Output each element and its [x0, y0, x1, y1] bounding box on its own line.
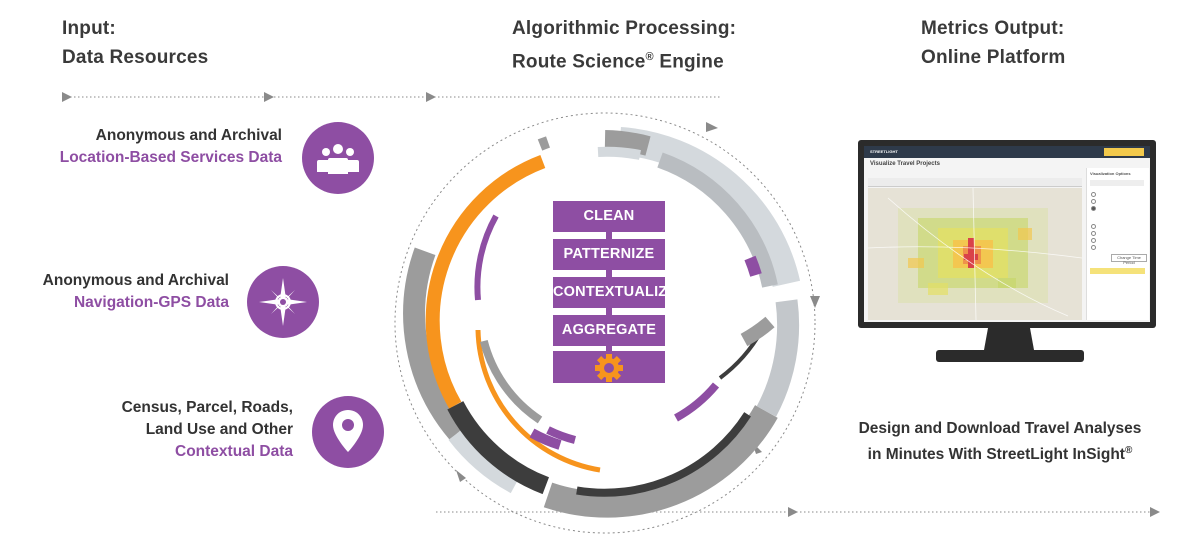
panel-icons-row[interactable]: [1090, 180, 1144, 186]
output-caption-line2: in Minutes With StreetLight InSight: [867, 446, 1125, 464]
heat-map-cells: [868, 188, 1082, 320]
output-caption: Design and Download Travel Analyses in M…: [830, 418, 1170, 466]
step-gear-box: [553, 351, 665, 383]
gear-icon: [595, 354, 623, 382]
registered-mark: ®: [1124, 445, 1133, 456]
selected-zone-field[interactable]: [1090, 268, 1145, 274]
output-caption-line1: Design and Download Travel Analyses: [858, 420, 1142, 437]
source-lbs: Anonymous and Archival Location-Based Se…: [20, 125, 282, 169]
step-patternize: PATTERNIZE: [553, 239, 665, 270]
radio-option[interactable]: [1091, 199, 1096, 204]
radio-option[interactable]: [1091, 245, 1096, 250]
inner-ring-segments: [474, 214, 775, 473]
source-gps-line1: Anonymous and Archival: [42, 272, 229, 289]
input-header-line2: Data Resources: [62, 47, 209, 68]
source-lbs-line1: Anonymous and Archival: [95, 127, 282, 144]
step-aggregate: AGGREGATE: [553, 315, 665, 346]
monitor-stand: [936, 328, 1084, 362]
panel-title: Visualization Options: [1090, 171, 1131, 176]
input-header-line1: Input:: [62, 18, 116, 39]
processing-header-line1: Algorithmic Processing:: [512, 18, 737, 39]
legend-strip: [868, 178, 1082, 187]
radio-option[interactable]: [1091, 238, 1096, 243]
map-pin-icon: [312, 396, 384, 468]
input-header: Input: Data Resources: [62, 14, 208, 72]
page-title: Visualize Travel Projects: [870, 161, 940, 167]
step-contextualize: CONTEXTUALIZE: [553, 277, 677, 308]
step-clean: CLEAN: [553, 201, 665, 232]
source-contextual-line3: Contextual Data: [175, 443, 293, 460]
registered-mark: ®: [645, 51, 654, 63]
account-button[interactable]: [1104, 148, 1144, 156]
processing-header: Algorithmic Processing: Route Science® E…: [512, 14, 736, 76]
monitor-screen: STREETLIGHT Visualize Travel Projects: [864, 146, 1150, 322]
source-gps-line2: Navigation-GPS Data: [73, 294, 229, 311]
radio-option[interactable]: [1091, 206, 1096, 211]
heat-map[interactable]: [868, 188, 1082, 320]
app-top-bar: STREETLIGHT: [864, 146, 1150, 158]
source-contextual-line2: Land Use and Other: [145, 421, 293, 438]
source-gps: Anonymous and Archival Navigation-GPS Da…: [20, 270, 229, 314]
output-header-line2: Online Platform: [921, 47, 1066, 68]
outer-ring-segments: [403, 127, 801, 518]
visualization-options-panel: Visualization Options Change Time Period: [1086, 168, 1149, 320]
radio-option[interactable]: [1091, 224, 1096, 229]
app-title: STREETLIGHT: [870, 149, 898, 154]
people-group-icon: [302, 122, 374, 194]
change-time-period-button[interactable]: Change Time Period: [1111, 254, 1147, 265]
source-lbs-line2: Location-Based Services Data: [59, 149, 282, 166]
processing-header-line2: Route Science: [512, 51, 646, 73]
compass-rose-icon: [247, 266, 319, 338]
middle-ring-segments: [425, 136, 778, 497]
radio-option[interactable]: [1091, 192, 1096, 197]
source-contextual-line1: Census, Parcel, Roads,: [121, 399, 293, 416]
processing-header-line2-end: Engine: [653, 51, 724, 73]
output-header: Metrics Output: Online Platform: [921, 14, 1065, 72]
source-contextual: Census, Parcel, Roads, Land Use and Othe…: [20, 397, 293, 463]
output-header-line1: Metrics Output:: [921, 18, 1065, 39]
radio-option[interactable]: [1091, 231, 1096, 236]
monitor-frame: STREETLIGHT Visualize Travel Projects: [858, 140, 1156, 328]
